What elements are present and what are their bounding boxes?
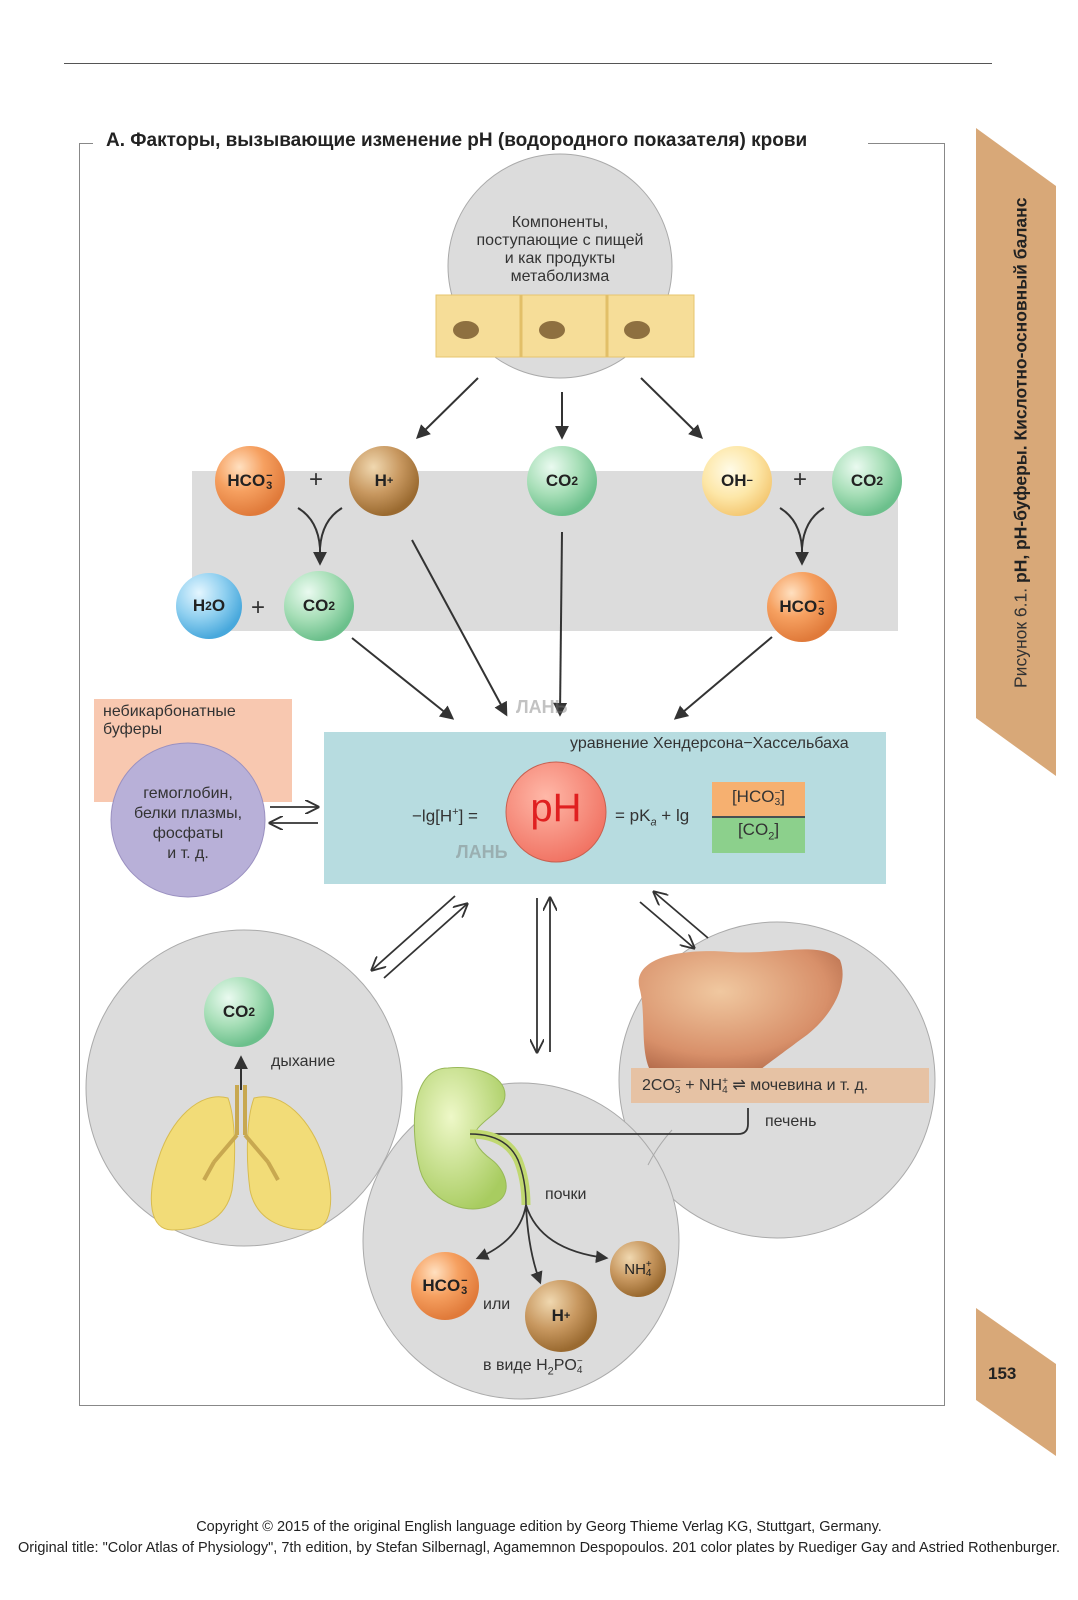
side-label-figure: Рисунок 6.1. (1010, 587, 1031, 688)
watermark-2: ЛАНЬ (456, 842, 508, 862)
lungs-icon (150, 1055, 332, 1231)
frame-top-left (79, 143, 93, 144)
kidney-h-ball (525, 1280, 597, 1352)
plus-sign-2: + (793, 466, 808, 493)
h-top-label: H+ (374, 471, 394, 490)
kidney-nh4-ball (610, 1241, 666, 1297)
hco3-top-ball (215, 446, 285, 516)
side-label-topic: pH, pH-буферы. Кислотно-основный баланс (1010, 197, 1031, 584)
source-line-1: Компоненты, (511, 214, 609, 231)
source-label: Компоненты, поступающие с пищей и как пр… (460, 214, 660, 286)
copyright-notice: Copyright © 2015 of the original English… (0, 1517, 1078, 1559)
buffer-title-line-1: небикарбонатные (103, 703, 236, 720)
buffer-items: гемоглобин, белки плазмы, фосфаты и т. д… (118, 784, 258, 864)
fraction-numerator: [HCO−3] (731, 787, 786, 808)
kidney-label: почки (545, 1186, 587, 1203)
ph-ball (505, 761, 607, 863)
kidney-hco3-label: HCO−3 (422, 1275, 468, 1297)
plus-sign-3: + (251, 594, 266, 621)
h2o-ball (176, 573, 242, 639)
kidney-icon (413, 1066, 609, 1285)
source-line-3: и как продукты (504, 250, 616, 267)
figure-title: А. Факторы, вызывающие изменение pH (вод… (100, 130, 814, 152)
buffer-title-line-2: буферы (103, 721, 163, 738)
copyright-line-2: Original title: "Color Atlas of Physiolo… (17, 1540, 1060, 1556)
top-rule (64, 63, 992, 64)
liver-icon (638, 949, 843, 1070)
lungs-co2-ball (204, 977, 274, 1047)
buffer-item-2: белки плазмы, (133, 805, 243, 822)
co2-result-ball (284, 571, 354, 641)
co2-top-ball (527, 446, 597, 516)
co2-right-ball (832, 446, 902, 516)
buffer-item-1: гемоглобин, (143, 785, 233, 802)
equation-mid: = pKa + lg (615, 806, 690, 829)
kidney-nh4-label: NH+4 (624, 1259, 652, 1279)
equation-title: уравнение Хендерсона−Хассельбаха (570, 735, 849, 752)
kidney-or: или (483, 1296, 511, 1313)
liver-reaction: 2CO−3 + NH+4 ⇌ мочевина и т. д. (642, 1075, 869, 1096)
frame-top-right (868, 143, 944, 144)
page-number: 153 (988, 1364, 1017, 1383)
hco3-result-ball (767, 572, 837, 642)
chapter-side-label: Рисунок 6.1. pH, pH-буферы. Кислотно-осн… (1001, 158, 1041, 688)
kidney-h-label: H+ (551, 1306, 571, 1325)
oh-top-label: OH− (721, 471, 753, 490)
buffer-circle (110, 742, 266, 898)
page-tab (976, 1308, 1056, 1456)
cell-layer-icon (435, 294, 695, 358)
watermark-1: ЛАНЬ (516, 697, 568, 717)
source-line-2: поступающие с пищей (476, 232, 644, 249)
liver-reaction-box (631, 1068, 929, 1103)
buffer-title: небикарбонатные буферы (103, 703, 236, 739)
source-line-4: метаболизма (510, 268, 610, 285)
copyright-line-1: Copyright © 2015 of the original English… (196, 1519, 882, 1535)
kidney-form: в виде H2PO−4 (483, 1356, 583, 1378)
hco3-top-label: HCO−3 (227, 470, 273, 492)
fraction-denominator: [CO2] (737, 820, 780, 843)
equation-left: −lg[H+] = (412, 806, 478, 826)
oh-top-ball (702, 446, 772, 516)
lungs-label: дыхание (271, 1053, 336, 1070)
ph-label: pH (530, 786, 582, 830)
h-top-ball (349, 446, 419, 516)
liver-label: печень (765, 1113, 817, 1130)
buffer-item-4: и т. д. (167, 845, 209, 862)
kidney-hco3-ball (411, 1252, 479, 1320)
chapter-tab (976, 128, 1056, 776)
plus-sign-1: + (309, 466, 324, 493)
hco3-result-label: HCO−3 (779, 596, 825, 618)
figure-frame (79, 143, 945, 1406)
buffer-item-3: фосфаты (152, 825, 224, 842)
